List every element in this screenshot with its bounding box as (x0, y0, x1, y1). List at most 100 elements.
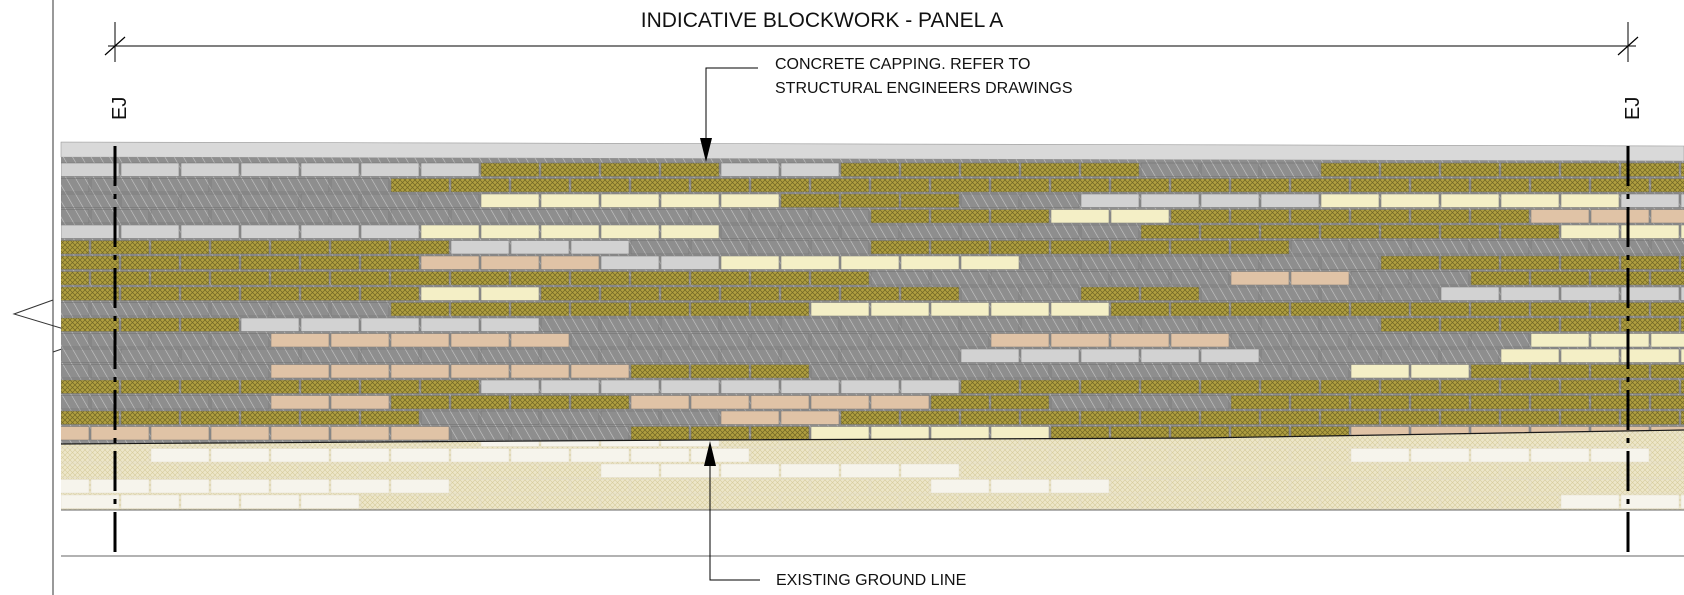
block (1350, 448, 1410, 463)
block (90, 178, 150, 193)
block (61, 240, 90, 255)
block (900, 494, 960, 509)
block (240, 317, 300, 332)
block (1080, 379, 1140, 394)
block (1260, 286, 1320, 301)
block (1530, 240, 1590, 255)
block (840, 410, 900, 425)
block (420, 286, 480, 301)
block (330, 333, 390, 348)
block (1050, 364, 1110, 379)
block (1440, 286, 1500, 301)
block (330, 271, 390, 286)
block (1530, 271, 1590, 286)
block (1170, 209, 1230, 224)
block (61, 162, 120, 177)
block (1350, 479, 1410, 494)
block (630, 271, 690, 286)
block (990, 240, 1050, 255)
block (1650, 209, 1684, 224)
block (360, 348, 420, 363)
block (1500, 162, 1560, 177)
block (630, 426, 690, 441)
block (150, 240, 210, 255)
capping-note-line2: STRUCTURAL ENGINEERS DRAWINGS (775, 80, 1073, 97)
block (330, 395, 390, 410)
block (360, 463, 420, 478)
block (360, 162, 420, 177)
block (61, 224, 120, 239)
block (390, 364, 450, 379)
block (270, 426, 330, 441)
block (61, 463, 120, 478)
block (900, 317, 960, 332)
block (1200, 224, 1260, 239)
block (600, 255, 660, 270)
block (870, 395, 930, 410)
block (1230, 240, 1290, 255)
block (990, 395, 1050, 410)
block (420, 193, 480, 208)
block (810, 302, 870, 317)
block (90, 271, 150, 286)
block (1410, 178, 1470, 193)
block (1350, 364, 1410, 379)
block (810, 448, 870, 463)
block (690, 271, 750, 286)
capping-leader (700, 67, 758, 162)
block (1620, 224, 1680, 239)
block (120, 494, 180, 509)
block (930, 178, 990, 193)
block (990, 426, 1050, 441)
block (420, 317, 480, 332)
block (1440, 494, 1500, 509)
block (960, 224, 1020, 239)
block (1320, 494, 1380, 509)
block (1440, 317, 1500, 332)
block (750, 364, 810, 379)
block (900, 410, 960, 425)
capping-note-line1: CONCRETE CAPPING. REFER TO (775, 56, 1030, 73)
block (1620, 379, 1680, 394)
block (930, 240, 990, 255)
block (690, 333, 750, 348)
block (150, 448, 210, 463)
block (480, 348, 540, 363)
block (1080, 494, 1140, 509)
block (180, 224, 240, 239)
block (780, 255, 840, 270)
block (690, 364, 750, 379)
block (150, 364, 210, 379)
block (1110, 209, 1170, 224)
block (180, 193, 240, 208)
block (240, 494, 300, 509)
block (900, 193, 960, 208)
block (930, 364, 990, 379)
block (510, 271, 570, 286)
block (570, 209, 630, 224)
block (1500, 410, 1560, 425)
block (1530, 364, 1590, 379)
block (1260, 224, 1320, 239)
block (1290, 178, 1350, 193)
block (600, 286, 660, 301)
block (1560, 317, 1620, 332)
block (1500, 317, 1560, 332)
block (1290, 448, 1350, 463)
block (450, 395, 510, 410)
block (1680, 379, 1684, 394)
block (270, 240, 330, 255)
block (1380, 348, 1440, 363)
block (900, 286, 960, 301)
block (780, 379, 840, 394)
block (1110, 364, 1170, 379)
block (750, 178, 810, 193)
block (480, 379, 540, 394)
block (150, 479, 210, 494)
block (870, 448, 930, 463)
block (960, 255, 1020, 270)
block (90, 364, 150, 379)
block (1140, 193, 1200, 208)
block (270, 448, 330, 463)
block (1290, 364, 1350, 379)
